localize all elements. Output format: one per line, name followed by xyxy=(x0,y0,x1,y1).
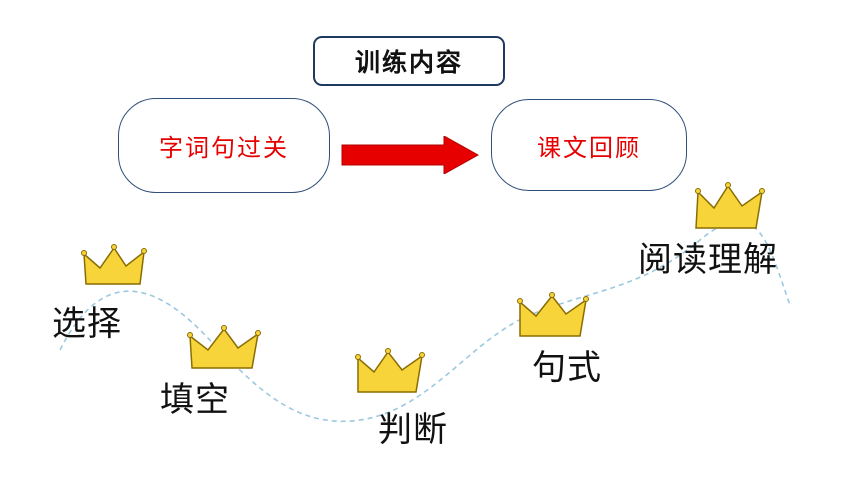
step-label-sentence: 句式 xyxy=(532,348,602,388)
flow-to-label: 课文回顾 xyxy=(491,99,687,191)
step-label-choice: 选择 xyxy=(52,304,122,344)
step-label-fill-blank: 填空 xyxy=(160,380,230,420)
crown-icon xyxy=(695,182,765,229)
crown-icon xyxy=(187,325,261,369)
crown-icon xyxy=(517,292,589,337)
crown-icon xyxy=(81,244,147,285)
crown-icon xyxy=(355,348,425,393)
flow-from-label: 字词句过关 xyxy=(118,98,330,193)
training-content-title: 训练内容 xyxy=(313,36,505,86)
step-label-judge: 判断 xyxy=(378,410,448,450)
step-label-reading: 阅读理解 xyxy=(638,240,778,280)
right-arrow-icon xyxy=(341,136,480,174)
